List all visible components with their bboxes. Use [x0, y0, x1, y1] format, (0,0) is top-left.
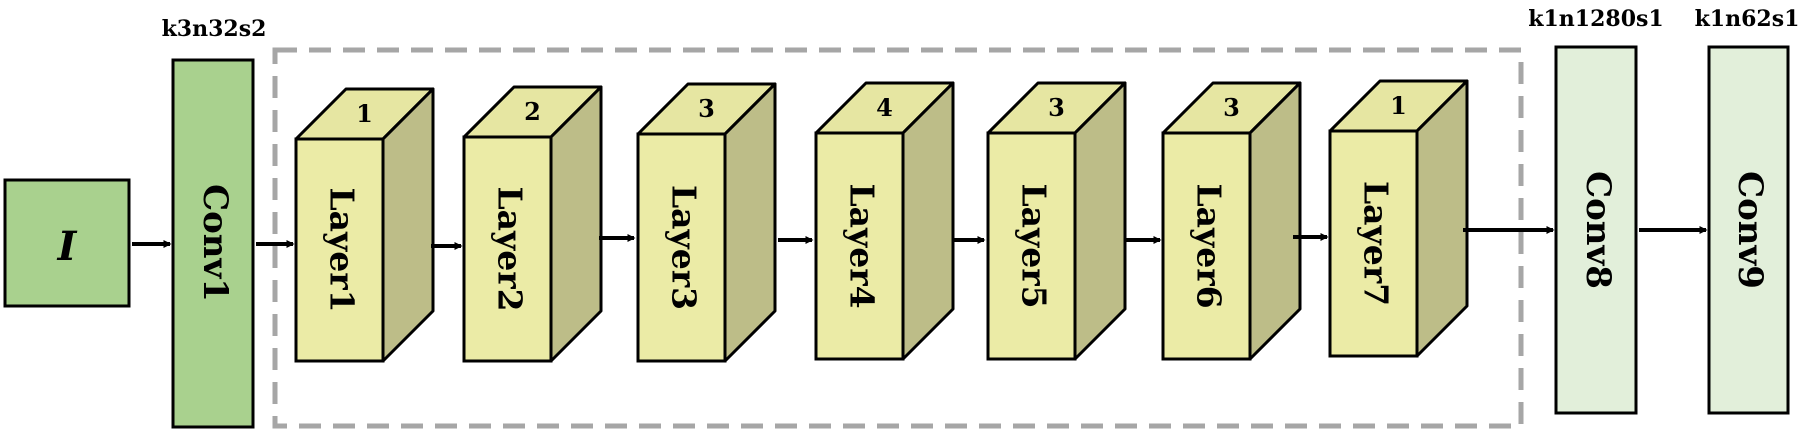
conv9-annotation: k1n62s1 [1695, 6, 1800, 32]
layer-label: Layer6 [1190, 183, 1229, 308]
layer-side-face [549, 85, 603, 363]
conv9-label: Conv9 [1730, 171, 1770, 289]
layer-side-face [1073, 81, 1127, 361]
layer-side-face [381, 87, 435, 363]
layer-cuboid-1: Layer1 1 [294, 87, 435, 363]
layer-group-border [272, 47, 1524, 429]
input-label: I [57, 223, 78, 270]
layer-stack: Layer11Layer22Layer33Layer44Layer53Layer… [294, 79, 1469, 363]
layer-repeat-count: 3 [1223, 93, 1240, 122]
layer-cuboid-4: Layer4 4 [814, 81, 955, 361]
conv8-label: Conv8 [1578, 171, 1618, 289]
conv1-block: k3n32s2 Conv1 [162, 16, 267, 429]
layer-label: Layer7 [1357, 181, 1396, 306]
layer-front-face [814, 131, 905, 361]
layer-repeat-count: 1 [356, 99, 373, 128]
layer-repeat-count: 3 [1048, 93, 1065, 122]
layer-front-face [986, 131, 1077, 361]
layer-repeat-count: 3 [698, 94, 715, 123]
layer-cuboid-3: Layer3 3 [636, 82, 777, 363]
layer-side-face [723, 82, 777, 363]
input-block: I [3, 178, 131, 308]
layer-front-face [1328, 129, 1419, 358]
layer-side-face [1415, 79, 1469, 358]
layer-front-face [462, 135, 553, 363]
conv9-block: k1n62s1 Conv9 [1695, 6, 1800, 415]
layer-front-face [1161, 131, 1252, 361]
layer-front-face [636, 132, 727, 363]
layer-label: Layer1 [323, 187, 362, 312]
layer-cuboid-7: Layer7 1 [1328, 79, 1469, 358]
layer-label: Layer2 [491, 186, 530, 311]
layer-cuboid-6: Layer6 3 [1161, 81, 1302, 361]
layer-label: Layer3 [665, 185, 704, 310]
layer-side-face [901, 81, 955, 361]
layer-repeat-count: 1 [1390, 91, 1407, 120]
conv8-annotation: k1n1280s1 [1528, 6, 1663, 32]
conv1-label: Conv1 [195, 184, 235, 302]
layer-repeat-count: 4 [876, 93, 893, 122]
conv8-block: k1n1280s1 Conv8 [1528, 6, 1664, 415]
layer-front-face [294, 137, 385, 363]
layer-cuboid-2: Layer2 2 [462, 85, 603, 363]
layer-label: Layer5 [1015, 183, 1054, 308]
arrows [132, 226, 1708, 250]
layer-repeat-count: 2 [524, 97, 541, 126]
layer-side-face [1248, 81, 1302, 361]
layer-label: Layer4 [843, 183, 882, 308]
layer-cuboid-5: Layer5 3 [986, 81, 1127, 361]
conv1-annotation: k3n32s2 [162, 16, 267, 42]
